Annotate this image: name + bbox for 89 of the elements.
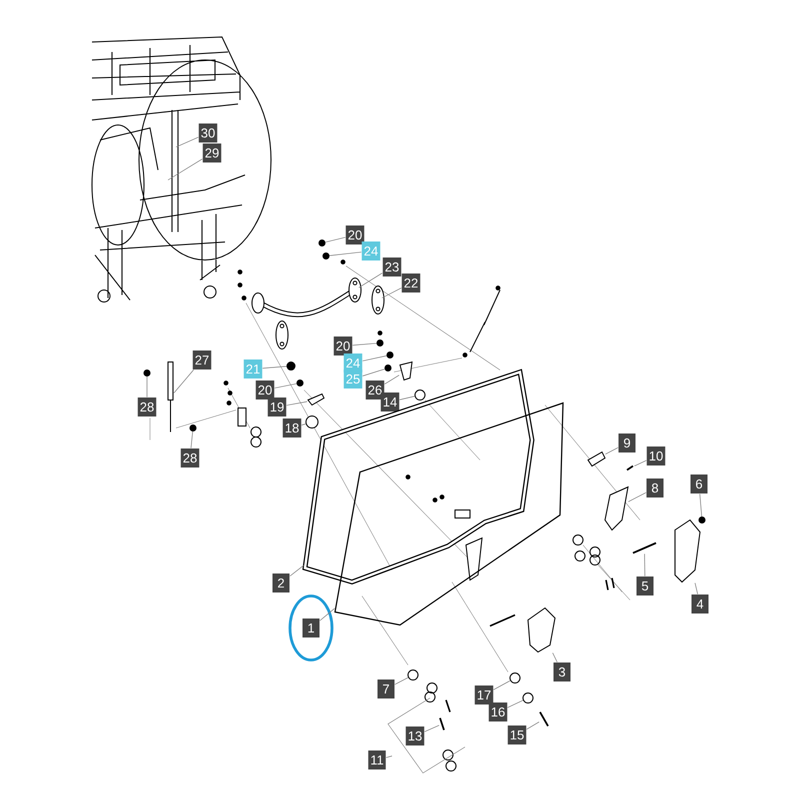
leader-line [176,136,199,148]
washer [408,670,418,680]
leader-line [394,677,408,685]
leader-line [384,374,400,384]
washer [522,692,534,704]
link-plate [276,320,288,350]
leader-line [146,376,148,398]
callout-number: 4 [692,594,708,614]
washer [414,390,426,400]
callout-number: 28 [138,398,156,416]
leader-line [382,288,402,298]
callout-number: 20 [334,336,352,356]
callout-number: 14 [380,392,400,412]
nut [386,352,394,358]
washer [510,672,520,684]
leader-line [190,431,193,448]
leader-line [286,401,308,406]
leader-line [399,396,415,400]
callout-number: 24 [362,242,380,260]
callout-number: 8 [646,478,664,498]
callout-number: 13 [406,726,424,746]
callout-number: 1 [302,618,320,638]
leader-line [358,272,383,288]
link-plate [372,286,384,314]
link-plate [348,278,362,302]
callout-number: 30 [198,124,218,142]
leader-line [325,237,346,243]
leader-line [644,554,646,576]
leader-line [605,447,618,455]
callout-number: 29 [202,144,222,162]
leader-line [493,680,511,690]
leader-line [274,383,297,388]
callout-number: 26 [366,380,384,400]
callout-number: 18 [282,418,302,438]
callout-number: 3 [554,662,570,682]
callout-number: 11 [368,750,386,770]
nut [384,364,392,372]
bolt [539,712,549,726]
nut [190,424,196,432]
callout-number: 6 [690,474,708,494]
hinge-cover [674,519,701,583]
knob [306,416,318,428]
callout-number: 5 [636,576,654,596]
leader-line [174,370,194,394]
leader-line [424,724,440,732]
nut [296,380,304,386]
callout-number: 22 [402,274,420,292]
nut [376,340,384,346]
callout-number: 17 [474,686,494,704]
callout-number: 25 [344,370,362,388]
leader-line [552,652,558,662]
leader-line [301,424,306,426]
nut [698,516,706,524]
leader-line [386,756,392,758]
bolt [626,465,634,471]
leader-line [634,460,647,466]
leader-line [320,608,335,621]
callout-number: 23 [382,258,402,276]
nut [144,370,150,376]
leader-line [262,366,287,369]
callout-number: 21 [244,360,262,378]
callout-number: 20 [346,226,364,244]
callout-number: 10 [646,446,666,466]
nut [318,240,326,246]
leader-line [526,722,540,730]
callout-number: 20 [256,380,274,400]
bolt [439,718,445,730]
nut [286,362,296,370]
callout-number: 27 [192,350,212,370]
callout-number: 28 [180,448,200,468]
gas-strut [168,362,174,432]
leader-line [699,494,702,517]
callout-number: 15 [508,726,526,744]
leader-line [352,342,377,346]
leader-line [362,368,386,376]
pin [632,542,656,554]
callout-number: 2 [272,574,290,592]
callout-number: 9 [618,434,636,452]
nut [322,252,330,260]
callout-number: 19 [268,398,286,416]
leader-line [628,492,646,502]
leader-line [362,355,387,362]
leader-line [168,158,203,180]
leader-line [329,252,362,256]
callout-number: 16 [488,702,508,722]
leader-line [290,565,304,576]
leader-line [507,700,524,708]
callout-number: 7 [378,680,394,698]
leader-line [694,582,698,594]
